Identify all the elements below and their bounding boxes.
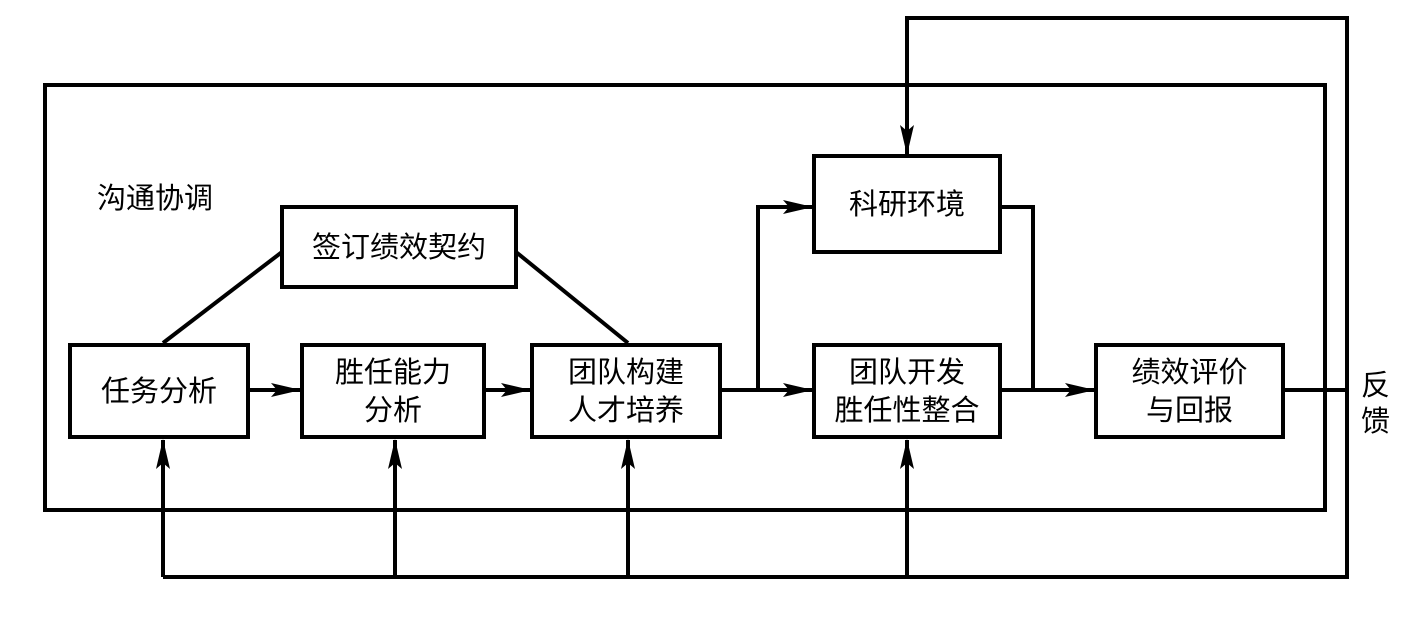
node-team-development: 团队开发 胜任性整合 [812, 343, 1002, 439]
communication-frame [43, 83, 1327, 512]
feedback-char-1: 反 [1361, 368, 1391, 402]
node-team-building-line-1: 团队构建 [567, 355, 684, 389]
node-team-development-line-1: 团队开发 [848, 355, 965, 389]
node-competency-analysis-line-1: 胜任能力 [334, 355, 451, 389]
feedback-label: 反 馈 [1361, 367, 1390, 439]
research-to-eval-line [1000, 205, 1035, 390]
node-task-analysis: 任务分析 [68, 343, 250, 439]
node-task-analysis-line-1: 任务分析 [100, 374, 217, 408]
node-team-building: 团队构建 人才培养 [530, 343, 722, 439]
node-contract-line-1: 签订绩效契约 [311, 230, 486, 264]
node-contract: 签订绩效契约 [280, 205, 518, 289]
arrow-to-research [756, 200, 813, 390]
node-competency-analysis: 胜任能力 分析 [300, 343, 486, 439]
node-performance-eval-line-2: 与回报 [1145, 393, 1233, 427]
node-research-env-line-1: 科研环境 [848, 187, 965, 221]
node-research-env: 科研环境 [812, 154, 1002, 254]
node-team-development-line-2: 胜任性整合 [834, 393, 980, 427]
communication-label: 沟通协调 [97, 181, 214, 215]
node-performance-eval-line-1: 绩效评价 [1131, 355, 1248, 389]
node-competency-analysis-line-2: 分析 [363, 393, 422, 427]
contract-link-left [161, 250, 284, 345]
feedback-arrow-research [900, 16, 1349, 577]
contract-link-right [514, 250, 630, 345]
node-performance-eval: 绩效评价 与回报 [1094, 343, 1285, 439]
feedback-char-2: 馈 [1361, 404, 1391, 438]
node-team-building-line-2: 人才培养 [567, 393, 684, 427]
